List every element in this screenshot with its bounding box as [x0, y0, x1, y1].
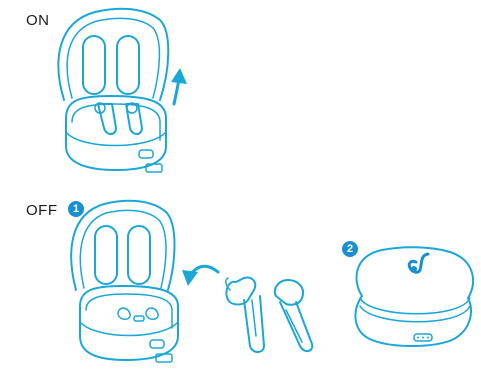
arrow-up-icon: [171, 68, 187, 104]
arrow-curve-icon: [182, 266, 218, 286]
earbud-right: [275, 280, 313, 351]
open-case-on: [58, 9, 168, 172]
brand-logo-icon: [409, 254, 428, 272]
open-case-off: [71, 201, 178, 362]
earbud-left: [226, 278, 264, 352]
